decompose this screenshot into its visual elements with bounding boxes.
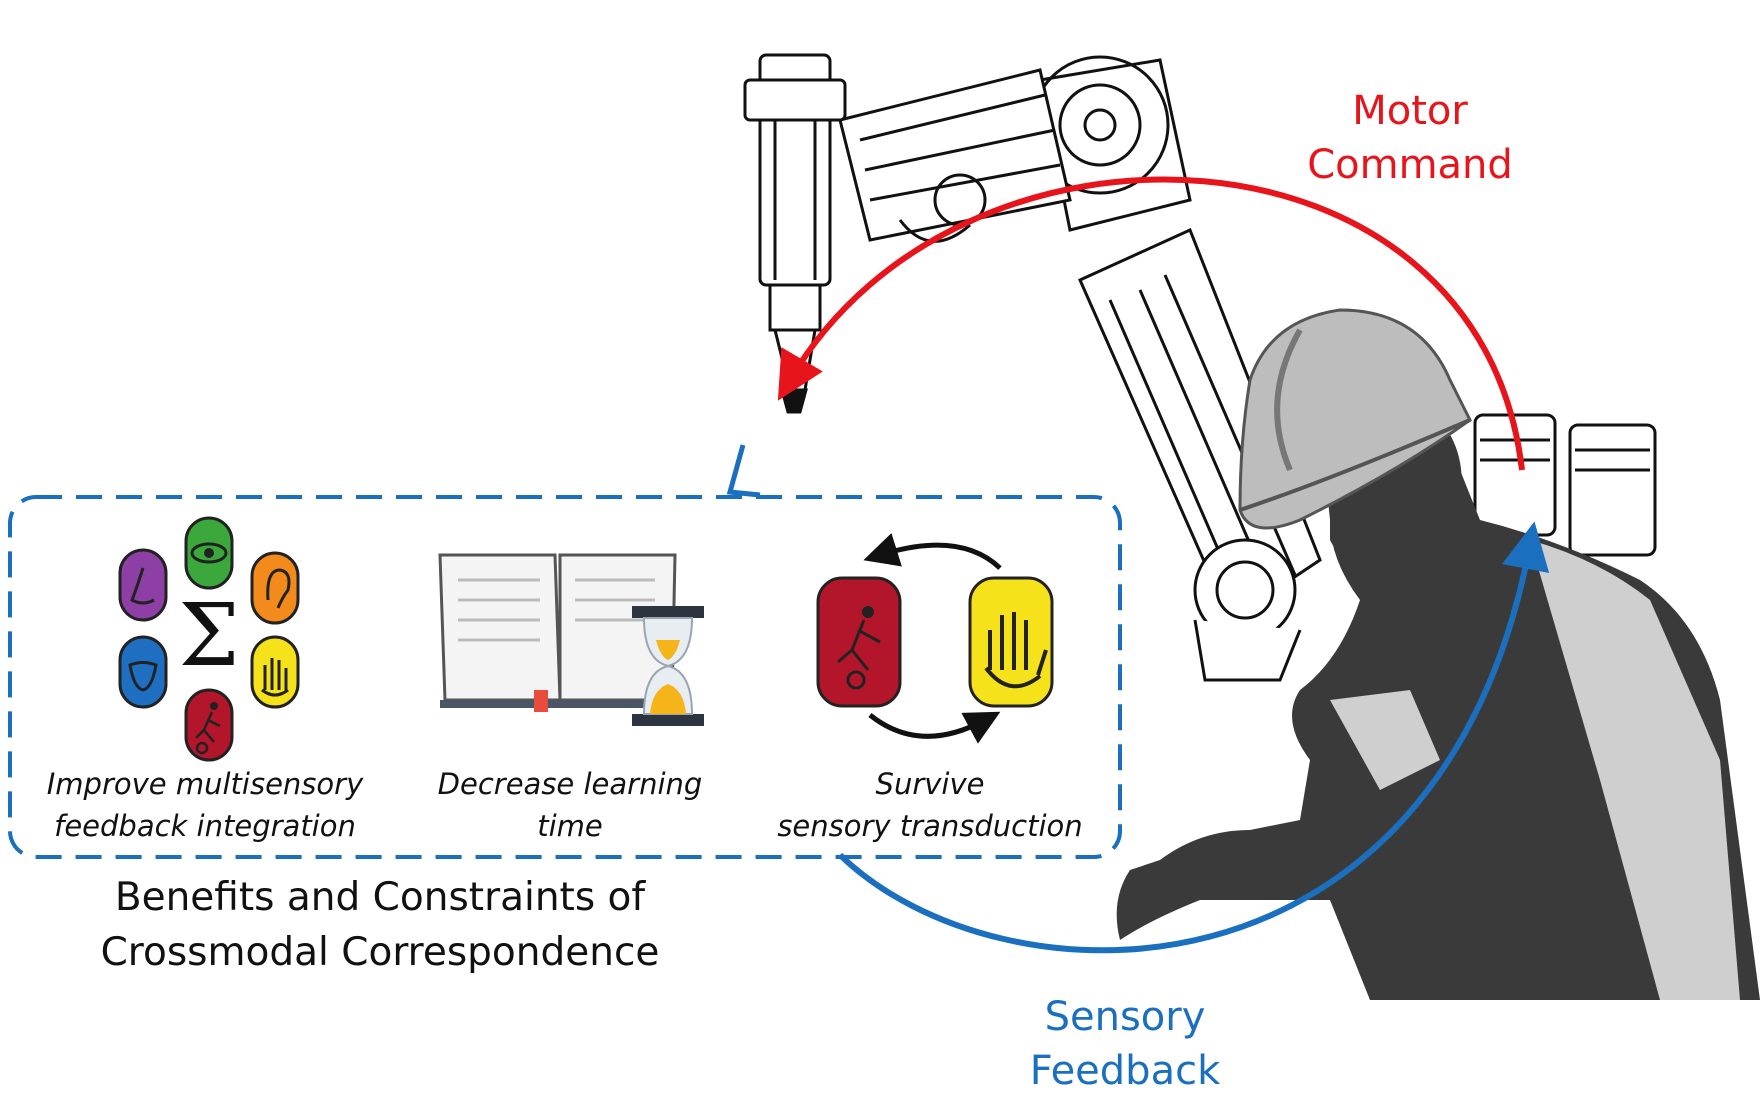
sensory-feedback-line-2: Feedback — [1029, 1048, 1221, 1094]
worker-body — [1116, 405, 1760, 1000]
open-book-icon — [438, 553, 677, 712]
benefit-2-line-1: Decrease learning — [437, 767, 703, 801]
senses-cluster: Σ — [118, 516, 300, 762]
motor-command-line-2: Command — [1307, 142, 1513, 188]
robot-arm-illustration — [743, 53, 1657, 682]
section-title-line-1: Benefits and Constraints of — [114, 875, 646, 920]
section-title-line-2: Crossmodal Correspondence — [100, 930, 660, 975]
benefit-2-line-2: time — [537, 809, 603, 843]
sigma-icon: Σ — [179, 586, 240, 686]
benefit-1-line-2: feedback integration — [54, 809, 356, 843]
hand-icon — [968, 576, 1054, 708]
eye-icon — [184, 516, 234, 590]
robot-base — [1473, 413, 1657, 557]
benefit-1-caption: Improve multisensory feedback integratio… — [40, 763, 370, 847]
worker-illustration — [1116, 308, 1760, 1000]
section-title: Benefits and Constraints of Crossmodal C… — [80, 870, 680, 980]
benefit-3-line-1: Survive — [875, 767, 985, 801]
benefit-2-caption: Decrease learning time — [420, 763, 720, 847]
safety-vest — [1330, 540, 1740, 1000]
proprioception-icon — [184, 688, 234, 762]
hard-hat-brim — [1239, 418, 1471, 512]
sensory-feedback-label: Sensory Feedback — [1015, 990, 1235, 1098]
hourglass-icon — [632, 606, 704, 726]
benefit-1-line-1: Improve multisensory — [46, 767, 364, 801]
motor-command-label: Motor Command — [1300, 84, 1520, 192]
hard-hat-ridge — [1274, 328, 1303, 472]
tongue-icon — [118, 635, 168, 709]
benefit-3-line-2: sensory transduction — [777, 809, 1083, 843]
motor-command-line-1: Motor — [1352, 88, 1468, 134]
learning-illustration — [438, 553, 704, 726]
robot-upper-arm — [838, 68, 1072, 243]
proprioception-icon — [816, 576, 902, 708]
robot-joint — [1030, 55, 1192, 232]
sensory-feedback-line-1: Sensory — [1044, 994, 1206, 1040]
sensory-feedback-arrow — [837, 521, 1550, 954]
robot-tool-head — [743, 53, 987, 414]
cycle-arrows-icon — [863, 533, 1002, 744]
benefit-3-caption: Survive sensory transduction — [770, 763, 1090, 847]
nose-icon — [118, 548, 168, 622]
hard-hat — [1238, 308, 1472, 530]
hand-icon — [250, 635, 300, 709]
motor-command-arrow — [777, 176, 1525, 471]
callout-pointer — [726, 444, 761, 498]
benefits-box — [8, 495, 1122, 859]
ear-icon — [250, 551, 300, 625]
transduction-illustration — [816, 533, 1054, 744]
